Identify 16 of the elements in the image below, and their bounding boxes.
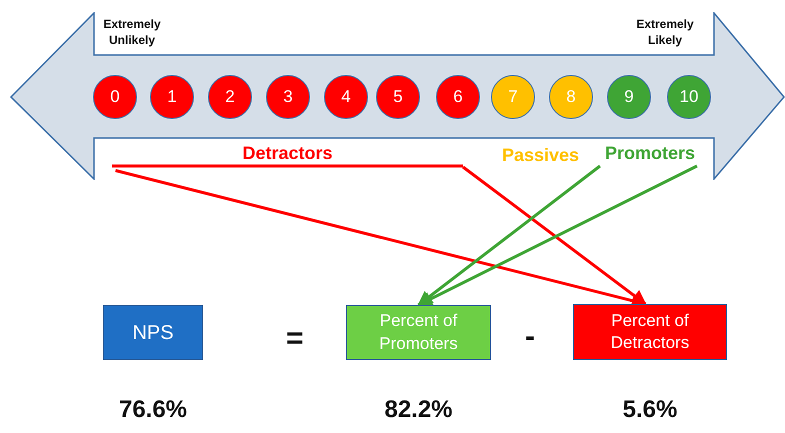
operator-sign: = [286, 322, 304, 356]
result-box: Percent of Detractors [573, 304, 727, 360]
category-label: Detractors [242, 143, 333, 163]
result-box: Percent of Promoters [346, 305, 491, 360]
percentage-value: 5.6% [622, 396, 678, 424]
operator-sign: - [525, 320, 535, 354]
category-label: Promoters [600, 143, 700, 166]
percentage-value: 76.6% [118, 396, 188, 424]
arrow [462, 166, 647, 306]
arrow [417, 164, 698, 306]
scale-end-label: Extremely Unlikely [102, 16, 162, 48]
scale-end-label: Extremely Likely [635, 16, 695, 48]
percentage-value: 82.2% [384, 396, 453, 424]
category-label: Passives [502, 145, 580, 166]
arrow [417, 164, 601, 306]
result-box: NPS [103, 305, 203, 360]
